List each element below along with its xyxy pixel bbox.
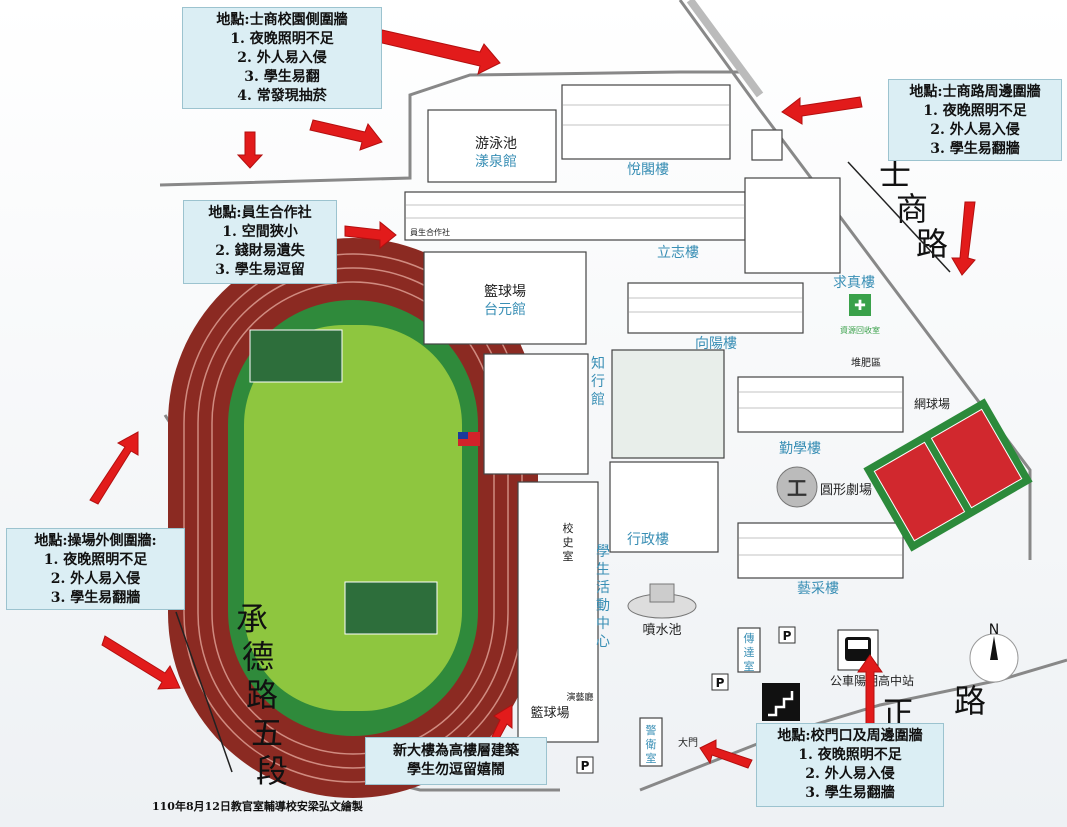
- xiangyang-building: [627, 282, 804, 334]
- buildings: [404, 84, 904, 767]
- student-center: [517, 481, 599, 743]
- central-court: [611, 349, 725, 459]
- callout-coop-store: 地點:員生合作社 1. 空間狹小 2. 錢財易遺失 3. 學生易逗留: [183, 200, 337, 284]
- svg-text:室: 室: [744, 659, 755, 673]
- admin-building: [609, 461, 719, 553]
- svg-text:路: 路: [954, 682, 986, 720]
- svg-text:P: P: [783, 629, 792, 643]
- svg-text:資源回收室: 資源回收室: [840, 325, 880, 335]
- svg-text:漾泉館: 漾泉館: [475, 153, 517, 170]
- svg-text:網球場: 網球場: [914, 397, 950, 411]
- callout-track-outer-wall: 地點:操場外側圍牆: 1. 夜晚照明不足 2. 外人易入侵 3. 學生易翻牆: [6, 528, 185, 610]
- svg-text:德: 德: [242, 638, 274, 676]
- svg-text:史: 史: [563, 536, 574, 549]
- svg-text:籃球場: 籃球場: [484, 284, 526, 300]
- svg-text:P: P: [581, 759, 590, 773]
- taiyuan-hall: [423, 251, 587, 345]
- svg-text:勤學樓: 勤學樓: [779, 441, 821, 457]
- small-guard: [751, 129, 783, 161]
- qiuzhen-building: [744, 177, 841, 274]
- svg-text:堆肥區: 堆肥區: [851, 357, 881, 369]
- svg-text:館: 館: [591, 391, 605, 408]
- svg-text:圓形劇場: 圓形劇場: [820, 483, 872, 498]
- svg-text:N: N: [989, 622, 999, 638]
- zhixing-hall: [483, 353, 589, 475]
- callout-shishang-road-wall: 地點:士商路周邊圍牆 1. 夜晚照明不足 2. 外人易入侵 3. 學生易翻牆: [888, 79, 1062, 161]
- svg-text:校: 校: [563, 521, 574, 535]
- svg-text:活: 活: [596, 580, 610, 596]
- compass-icon: N: [969, 622, 1019, 683]
- svg-text:路: 路: [246, 676, 278, 714]
- svg-text:路: 路: [916, 225, 948, 263]
- svg-text:承: 承: [236, 600, 268, 638]
- round-theater: [776, 466, 818, 508]
- svg-text:商: 商: [896, 190, 928, 228]
- svg-text:學: 學: [596, 544, 610, 560]
- yicai-building: [737, 522, 904, 579]
- callout-title: 地點:士商校園側圍牆: [216, 12, 348, 28]
- svg-text:傳: 傳: [744, 632, 755, 645]
- svg-text:衛: 衛: [646, 738, 657, 751]
- svg-text:行: 行: [591, 374, 605, 390]
- svg-text:中: 中: [596, 616, 610, 632]
- swimming-pool: [427, 109, 557, 183]
- svg-text:悅閣樓: 悅閣樓: [627, 162, 669, 178]
- guard-room: [639, 717, 663, 767]
- svg-text:求真樓: 求真樓: [833, 275, 875, 291]
- svg-text:藝采樓: 藝采樓: [797, 581, 839, 597]
- lizhi-building: [404, 191, 746, 241]
- svg-text:向陽樓: 向陽樓: [695, 336, 737, 352]
- running-track: [168, 238, 538, 798]
- callout-gate-wall: 地點:校門口及周邊圍牆 1. 夜晚照明不足 2. 外人易入侵 3. 學生易翻牆: [756, 723, 944, 807]
- footer-credit: 110年8月12日教官室輔導校安梁弘文繪製: [152, 800, 363, 813]
- svg-text:士: 士: [879, 155, 911, 193]
- qinxue-building: [737, 376, 904, 433]
- svg-text:演藝廳: 演藝廳: [566, 691, 593, 703]
- callout-shishang-campus-wall: 地點:士商校園側圍牆 1. 夜晚照明不足 2. 外人易入侵 3. 學生易翻 4.…: [182, 7, 382, 109]
- svg-text:動: 動: [596, 598, 610, 614]
- svg-text:噴水池: 噴水池: [642, 623, 681, 638]
- svg-text:達: 達: [744, 646, 755, 659]
- svg-text:警: 警: [646, 723, 657, 737]
- label-swimming-pool: 游泳池: [475, 136, 517, 152]
- svg-text:籃球場: 籃球場: [530, 706, 569, 721]
- svg-text:行政樓: 行政樓: [627, 532, 669, 548]
- stair-icon: [762, 683, 800, 721]
- svg-text:段: 段: [256, 752, 288, 790]
- svg-text:室: 室: [563, 549, 574, 563]
- svg-text:立志樓: 立志樓: [657, 245, 699, 261]
- svg-text:工: 工: [787, 476, 807, 500]
- svg-text:台元館: 台元館: [484, 301, 526, 318]
- svg-text:大門: 大門: [678, 736, 698, 749]
- svg-text:員生合作社: 員生合作社: [410, 227, 450, 237]
- svg-text:心: 心: [596, 634, 610, 650]
- svg-text:P: P: [716, 676, 725, 690]
- svg-text:室: 室: [646, 751, 657, 765]
- yuejing-building: [561, 84, 731, 160]
- callout-new-building: 新大樓為高樓層建築 學生勿逗留嬉鬧: [365, 737, 547, 785]
- chuanda-room: [737, 627, 761, 673]
- svg-text:✚: ✚: [854, 298, 866, 314]
- svg-text:五: 五: [251, 714, 283, 752]
- svg-text:知: 知: [591, 355, 605, 372]
- svg-text:生: 生: [596, 562, 610, 578]
- tennis-court: [863, 398, 1033, 552]
